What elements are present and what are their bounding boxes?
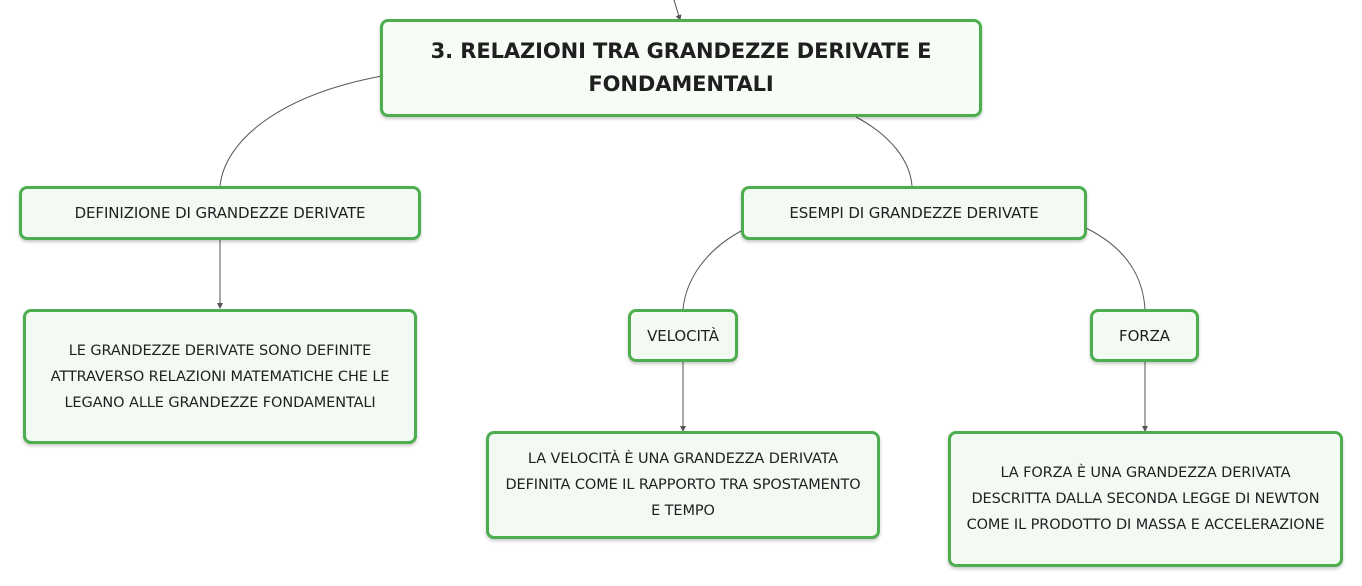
force-detail-node[interactable]: LA FORZA È UNA GRANDEZZA DERIVATA DESCRI…: [948, 431, 1343, 567]
examples-topic-label: ESEMPI DI GRANDEZZE DERIVATE: [789, 204, 1039, 222]
definition-detail-node[interactable]: LE GRANDEZZE DERIVATE SONO DEFINITE ATTR…: [23, 309, 417, 444]
velocity-topic-label: VELOCITÀ: [647, 326, 719, 345]
velocity-detail-text: LA VELOCITÀ È UNA GRANDEZZA DERIVATA DEF…: [505, 451, 861, 519]
examples-topic-node[interactable]: ESEMPI DI GRANDEZZE DERIVATE: [741, 186, 1087, 240]
force-detail-text: LA FORZA È UNA GRANDEZZA DERIVATA DESCRI…: [966, 465, 1325, 533]
definition-detail-text: LE GRANDEZZE DERIVATE SONO DEFINITE ATTR…: [50, 342, 390, 411]
velocity-topic-node[interactable]: VELOCITÀ: [628, 309, 738, 362]
connector-root-to-definition: [219, 75, 383, 187]
velocity-detail-node[interactable]: LA VELOCITÀ È UNA GRANDEZZA DERIVATA DEF…: [486, 431, 880, 539]
connector-root-to-examples: [855, 116, 913, 187]
root-topic-node[interactable]: 3. RELAZIONI TRA GRANDEZZE DERIVATE E FO…: [380, 19, 982, 117]
force-topic-node[interactable]: FORZA: [1090, 309, 1199, 362]
connector-examples-to-velocity: [682, 229, 744, 310]
incoming-connector: [673, 0, 682, 21]
definition-topic-node[interactable]: DEFINIZIONE DI GRANDEZZE DERIVATE: [19, 186, 421, 240]
root-topic-label: 3. RELAZIONI TRA GRANDEZZE DERIVATE E FO…: [430, 39, 932, 96]
force-topic-label: FORZA: [1119, 326, 1170, 345]
connector-examples-to-force: [1085, 227, 1146, 310]
definition-topic-label: DEFINIZIONE DI GRANDEZZE DERIVATE: [74, 204, 366, 222]
